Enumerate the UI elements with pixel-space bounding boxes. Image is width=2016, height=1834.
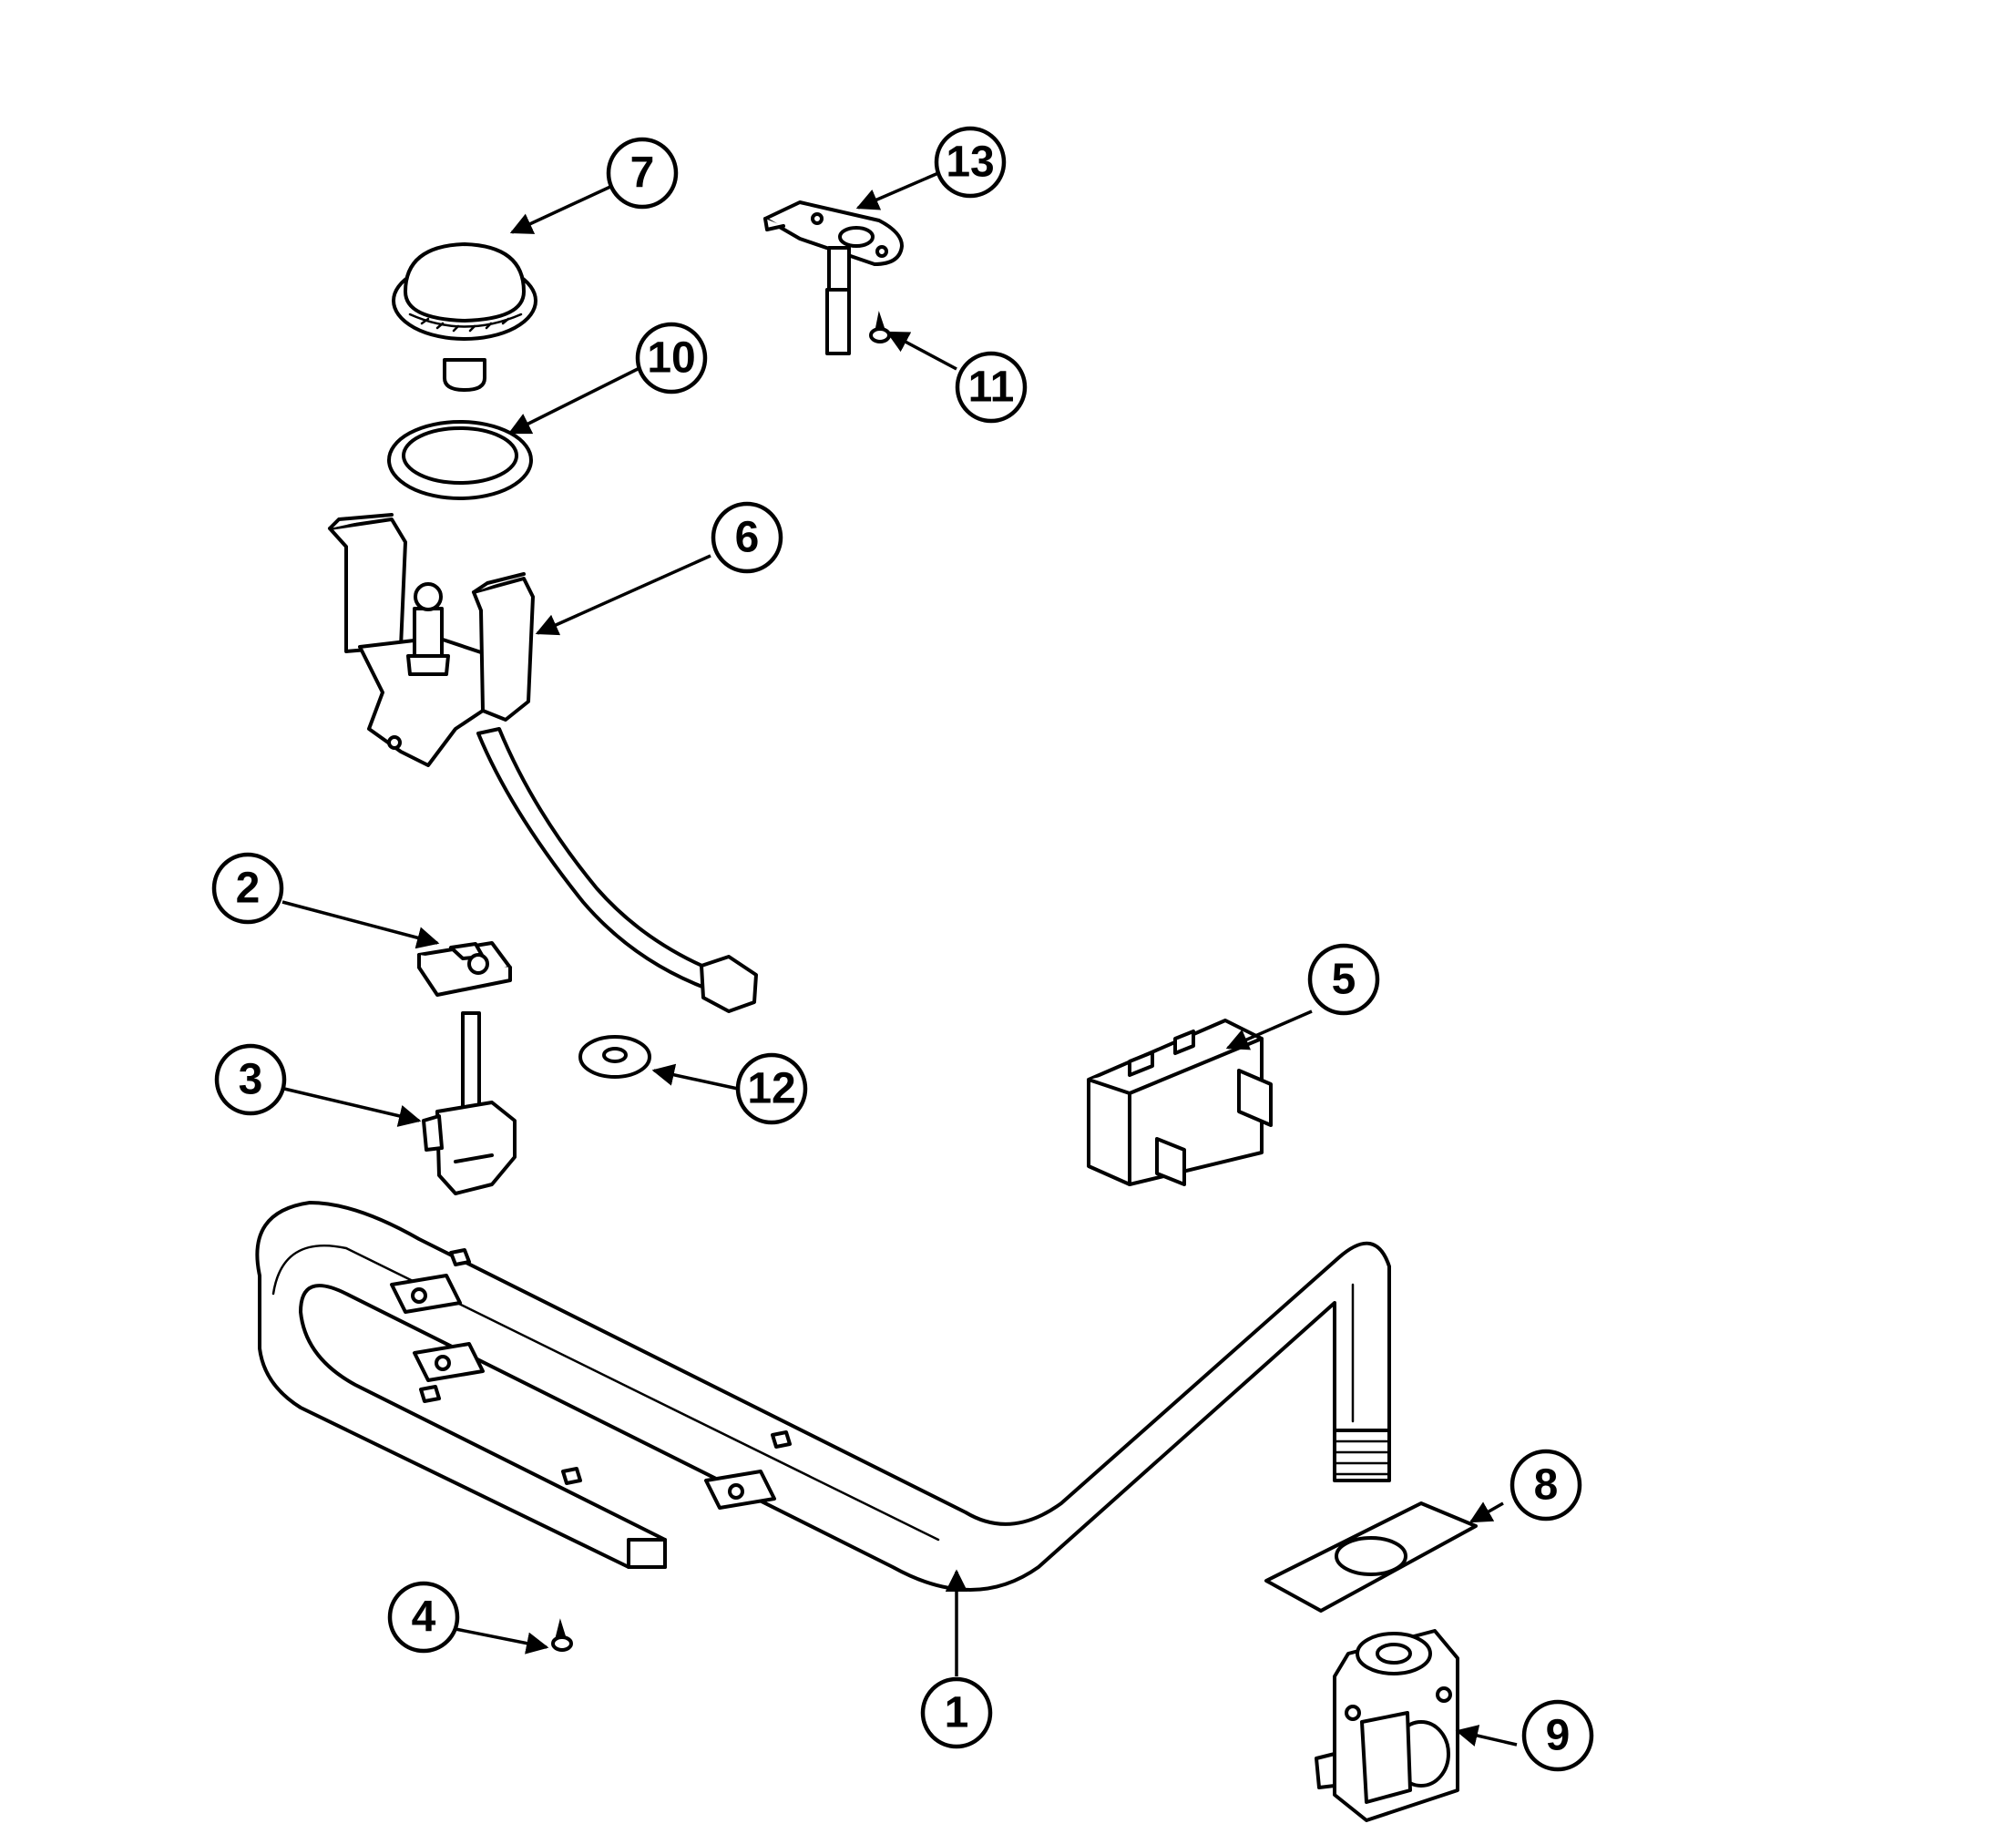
- callout-13: 13: [934, 126, 1007, 199]
- callout-label: 7: [630, 149, 655, 198]
- screw-part-bottom: [551, 1618, 573, 1652]
- leader-lines: [281, 171, 1518, 1747]
- burner-cap-part: [392, 242, 537, 392]
- leader-13: [855, 171, 939, 210]
- callout-label: 8: [1534, 1461, 1559, 1510]
- callout-label: 4: [412, 1593, 436, 1642]
- leader-9: [1455, 1725, 1518, 1747]
- leader-4: [455, 1627, 549, 1655]
- callout-10: 10: [635, 322, 708, 394]
- callout-3: 3: [214, 1043, 287, 1116]
- orifice-valve-part: [422, 1011, 517, 1195]
- callout-4: 4: [387, 1581, 460, 1654]
- leader-2: [281, 900, 440, 949]
- callout-2: 2: [211, 852, 284, 925]
- callout-6: 6: [711, 501, 783, 574]
- callout-8: 8: [1509, 1449, 1582, 1522]
- leader-10: [507, 367, 639, 435]
- screw-part-top: [869, 311, 891, 343]
- callout-label: 5: [1332, 956, 1356, 1004]
- burner-base-part: [328, 513, 758, 1013]
- leader-7: [509, 185, 611, 234]
- leader-8: [1469, 1501, 1504, 1523]
- bracket-part: [417, 941, 512, 997]
- callout-label: 3: [239, 1056, 263, 1104]
- callout-9: 9: [1521, 1699, 1594, 1772]
- leader-5: [1225, 1009, 1313, 1050]
- callout-label: 1: [945, 1689, 969, 1737]
- burner-ring-part: [387, 420, 533, 500]
- callout-5: 5: [1307, 943, 1380, 1016]
- leader-11: [885, 331, 957, 371]
- callout-1: 1: [920, 1676, 993, 1749]
- manifold-pipe-part: [255, 1201, 1391, 1592]
- callout-12: 12: [735, 1052, 808, 1125]
- callout-label: 9: [1546, 1712, 1571, 1760]
- spark-module-part: [1087, 1019, 1273, 1186]
- callout-label: 13: [946, 138, 994, 187]
- callout-label: 6: [735, 514, 760, 562]
- leader-3: [283, 1087, 422, 1127]
- leader-6: [535, 554, 711, 636]
- callout-label: 12: [747, 1065, 795, 1113]
- washer-part: [578, 1035, 651, 1079]
- electrode-bracket-part: [763, 200, 904, 355]
- gasket-plate-part: [1264, 1501, 1478, 1613]
- callout-7: 7: [606, 137, 679, 210]
- callout-label: 2: [236, 865, 261, 913]
- pressure-regulator-part: [1315, 1629, 1459, 1822]
- leader-12: [651, 1063, 739, 1091]
- callout-11: 11: [955, 351, 1028, 424]
- callout-label: 10: [647, 334, 695, 383]
- callout-label: 11: [968, 364, 1015, 412]
